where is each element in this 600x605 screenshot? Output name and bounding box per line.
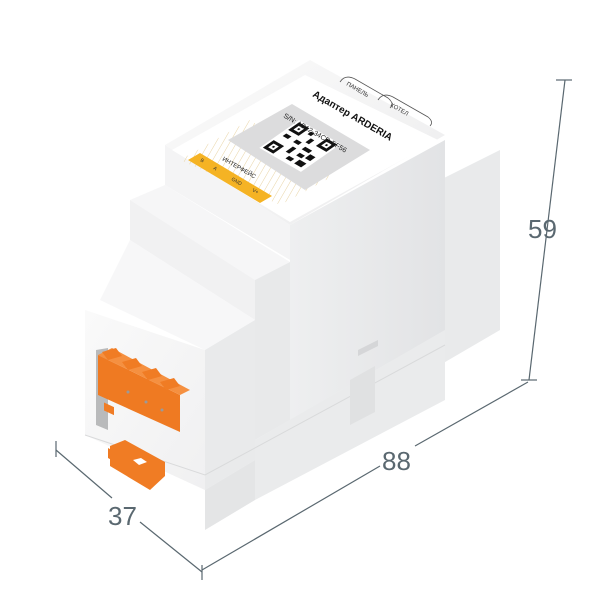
pin-a: A — [212, 166, 218, 173]
vent-slot — [358, 340, 378, 356]
pin-vplus: V+ — [251, 188, 259, 196]
pin-gnd: GND — [230, 177, 243, 188]
dimension-lines — [55, 79, 572, 580]
top-label: Адаптер ARDERIA S/N: AB12-34CD-EF56 ПАНЕ… — [172, 75, 438, 222]
pin-b: B — [199, 158, 205, 165]
dimension-length: 88 — [382, 446, 411, 476]
interface-strip — [188, 153, 272, 203]
unlock-arrow-icon — [133, 458, 147, 465]
dimension-width: 37 — [108, 501, 137, 531]
qr-code — [259, 120, 341, 172]
dimension-height: 59 — [528, 214, 557, 244]
terminal-connector — [96, 348, 190, 432]
din-clip — [108, 440, 165, 490]
